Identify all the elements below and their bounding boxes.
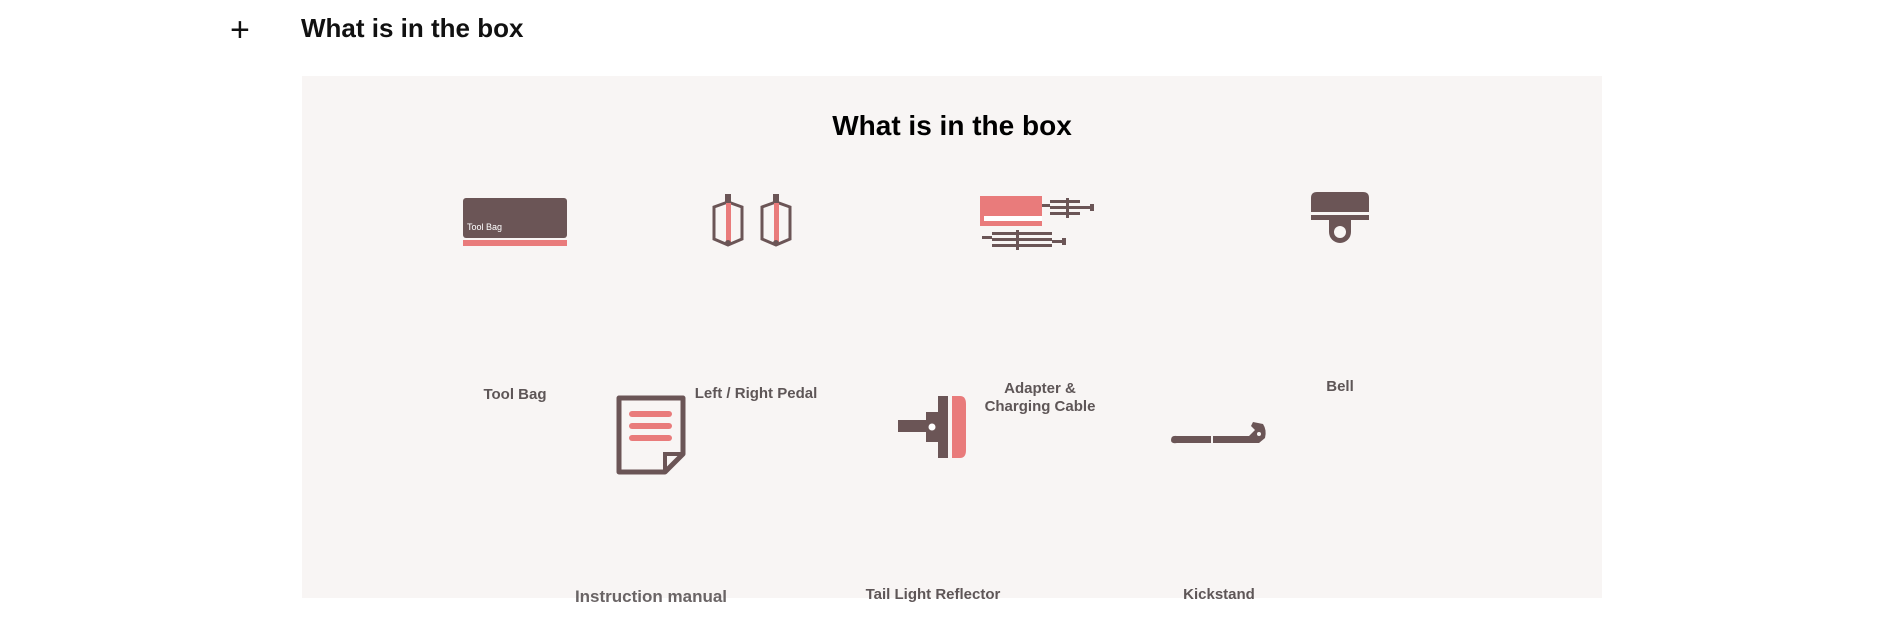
item-label: Tail Light Reflector	[865, 586, 1001, 603]
label-line: Charging Cable	[984, 398, 1096, 415]
in-the-box-panel: What is in the box Tool Bag Tool Bag Lef…	[302, 76, 1602, 606]
item-manual: Instruction manual	[531, 394, 771, 606]
kickstand-icon	[1171, 422, 1266, 444]
item-label: Left / Right Pedal	[694, 385, 818, 402]
item-bell: Bell	[1220, 190, 1460, 395]
tail-light-icon	[898, 396, 966, 458]
item-label: Adapter & Charging Cable	[920, 380, 1160, 416]
adapter-cable-icon	[980, 196, 1094, 250]
pedal-icon	[712, 194, 792, 247]
label-line: Adapter &	[1004, 380, 1076, 397]
item-label: Bell	[1326, 378, 1354, 395]
tool-bag-icon-text: Tool Bag	[467, 222, 502, 232]
accordion-title[interactable]: What is in the box	[301, 13, 524, 43]
item-tail-light: Tail Light Reflector	[813, 394, 1053, 603]
item-kickstand: Kickstand	[1099, 420, 1339, 603]
bell-icon	[1311, 192, 1369, 243]
item-label: Instruction manual	[574, 587, 728, 606]
tool-bag-icon: Tool Bag	[463, 198, 567, 246]
panel-title: What is in the box	[832, 110, 1072, 141]
manual-icon	[616, 395, 686, 475]
item-tool-bag: Tool Bag Tool Bag	[395, 196, 635, 403]
item-label: Kickstand	[1183, 586, 1255, 603]
plus-icon[interactable]: +	[230, 11, 250, 49]
item-adapter-cable: Adapter & Charging Cable	[920, 194, 1160, 415]
item-label: Tool Bag	[483, 386, 547, 403]
item-pedal: Left / Right Pedal	[636, 193, 876, 402]
